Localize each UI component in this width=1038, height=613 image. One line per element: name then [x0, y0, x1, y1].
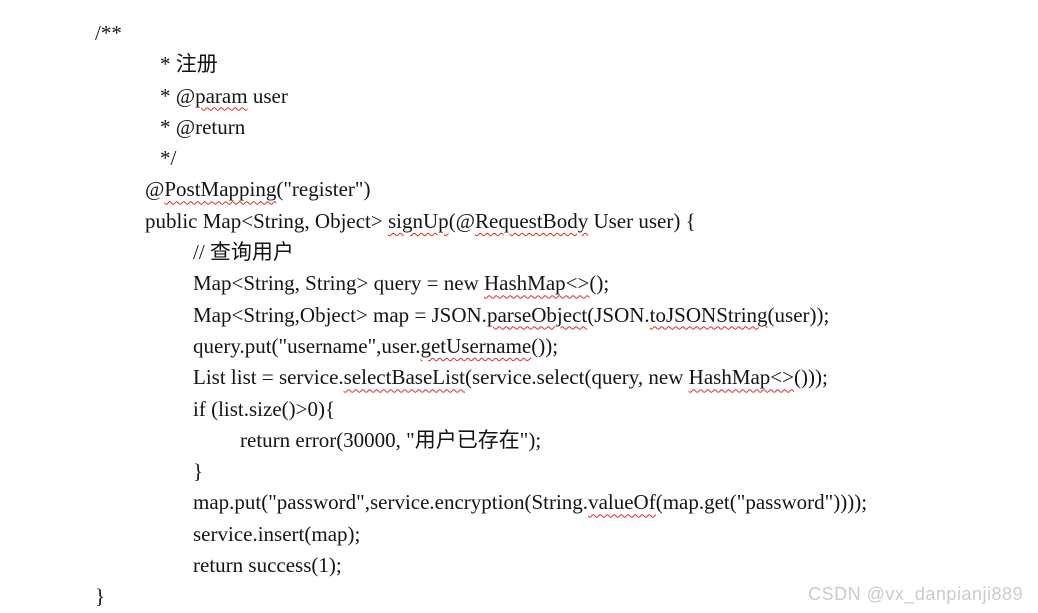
code-text: * @: [160, 83, 196, 108]
code-text: return success(1);: [193, 553, 342, 578]
code-line: * @param user: [0, 81, 867, 112]
code-text: }: [193, 459, 204, 484]
spellcheck-squiggle-word: param: [195, 83, 248, 108]
spellcheck-squiggle-word: RequestBody: [475, 208, 589, 233]
spellcheck-squiggle-word: HashMap<>: [688, 365, 794, 390]
code-text: */: [160, 146, 177, 171]
code-text: User user) {: [588, 208, 696, 233]
code-line: @PostMapping("register"): [0, 174, 867, 205]
code-line: List list = service.selectBaseList(servi…: [0, 362, 867, 393]
code-block: /** * 注册 * @param user* @return */ @PostMapp…: [0, 18, 867, 613]
code-text: * @return: [160, 114, 246, 139]
spellcheck-squiggle-word: selectBaseList: [343, 365, 465, 390]
code-text: List list = service.: [193, 365, 344, 390]
code-text: ("register"): [276, 177, 371, 202]
code-line: map.put("password",service.encryption(St…: [0, 487, 867, 518]
code-text: return error(30000, "用户已存在");: [240, 427, 542, 452]
spellcheck-squiggle-word: parseObject: [486, 302, 588, 327]
spellcheck-squiggle-word: signUp: [388, 208, 449, 233]
code-text: public Map<String, Object>: [145, 208, 388, 233]
code-line: if (list.size()>0){: [0, 394, 867, 425]
code-line: query.put("username",user.getUsername())…: [0, 331, 867, 362]
code-line: * @return: [0, 112, 867, 143]
code-line: public Map<String, Object> signUp(@Reque…: [0, 206, 867, 237]
code-line: /**: [0, 18, 867, 49]
code-text: Map<String, String> query = new: [193, 271, 485, 296]
code-line: Map<String,Object> map = JSON.parseObjec…: [0, 300, 867, 331]
code-text: service.insert(map);: [193, 521, 361, 546]
code-text: (map.get("password"))));: [655, 490, 868, 515]
code-text: map.put("password",service.encryption(St…: [193, 490, 589, 515]
code-line: service.insert(map);: [0, 519, 867, 550]
code-line: return success(1);: [0, 550, 867, 581]
spellcheck-squiggle-word: toJSONString: [649, 302, 768, 327]
code-text: user: [247, 83, 288, 108]
spellcheck-squiggle-word: HashMap<>: [484, 271, 590, 296]
code-text: if (list.size()>0){: [193, 396, 336, 421]
code-line: }: [0, 581, 867, 612]
code-line: }: [0, 456, 867, 487]
csdn-watermark: CSDN @vx_danpianji889: [808, 584, 1023, 604]
spellcheck-squiggle-word: PostMapping: [164, 177, 277, 202]
code-text: Map<String,Object> map = JSON.: [193, 302, 487, 327]
code-text: ();: [589, 271, 610, 296]
code-text: ());: [531, 333, 559, 358]
code-text: /**: [95, 21, 122, 45]
spellcheck-squiggle-word: getUsername: [420, 333, 532, 358]
code-line: */: [0, 143, 867, 174]
code-text: @: [145, 177, 165, 202]
code-line: return error(30000, "用户已存在");: [0, 425, 867, 456]
code-text: (user));: [767, 302, 830, 327]
code-text: (JSON.: [587, 302, 650, 327]
code-line: Map<String, String> query = new HashMap<…: [0, 268, 867, 299]
code-text: ()));: [794, 365, 828, 390]
code-text: query.put("username",user.: [193, 333, 421, 358]
code-text: // 查询用户: [193, 240, 294, 265]
code-text: (@: [448, 208, 476, 233]
code-line: * 注册: [0, 49, 867, 80]
code-line: // 查询用户: [0, 237, 867, 268]
code-text: (service.select(query, new: [464, 365, 689, 390]
spellcheck-squiggle-word: valueOf: [588, 490, 656, 515]
code-text: * 注册: [160, 52, 218, 77]
code-text: }: [95, 584, 106, 609]
